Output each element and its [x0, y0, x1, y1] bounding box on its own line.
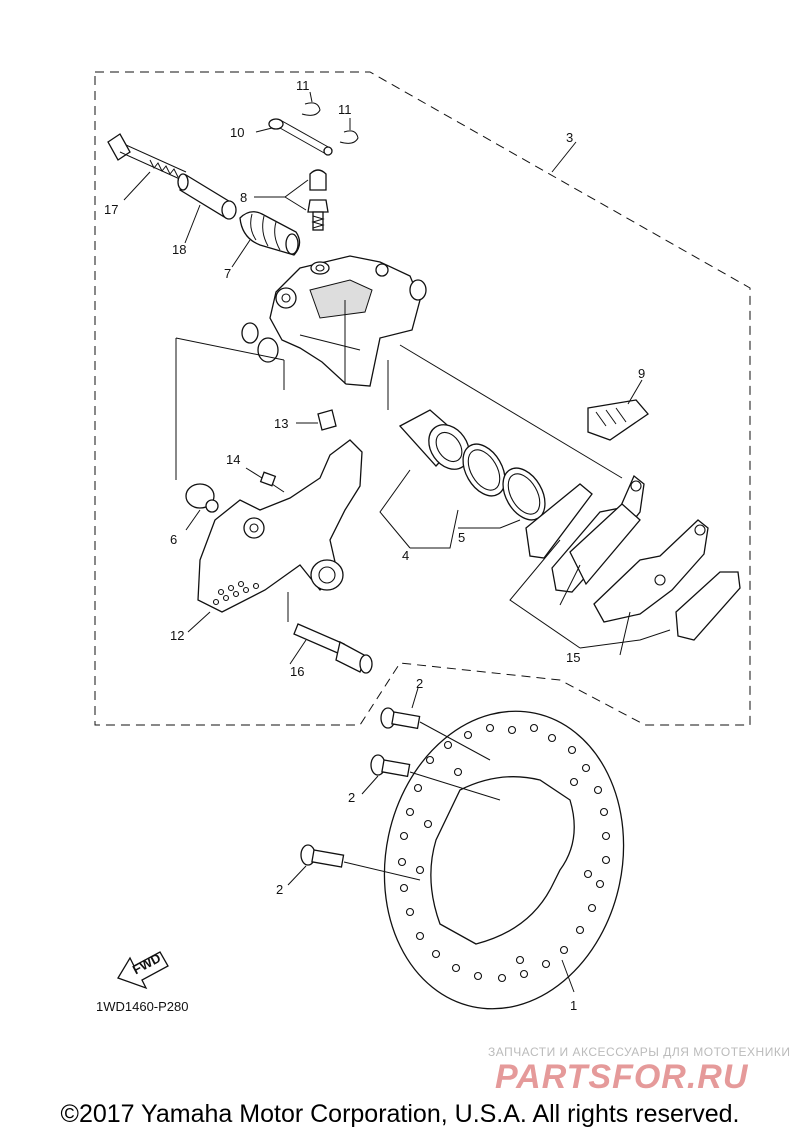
part-6-boot	[185, 483, 219, 513]
part-16-pin-bolt	[293, 623, 373, 674]
caliper-body	[241, 255, 427, 387]
callout-1: 1	[570, 998, 577, 1013]
callout-11a: 11	[296, 78, 310, 93]
callout-14: 14	[226, 452, 240, 467]
part-13-clip	[317, 409, 337, 431]
callout-11b: 11	[338, 102, 352, 117]
part-7-boot	[239, 211, 301, 256]
part-15-brake-pads	[525, 474, 741, 641]
part-14-bolt	[259, 471, 285, 493]
disc-ventilation-holes	[397, 723, 611, 983]
callout-5: 5	[458, 530, 465, 545]
part-1-brake-disc	[383, 710, 625, 1010]
callout-12: 12	[170, 628, 184, 643]
callout-6: 6	[170, 532, 177, 547]
callout-7: 7	[224, 266, 231, 281]
caliper-assembly-boundary	[94, 71, 751, 726]
callout-15: 15	[566, 650, 580, 665]
callout-8: 8	[240, 190, 247, 205]
callout-3: 3	[566, 130, 573, 145]
watermark-logo: PARTSFOR.RU	[495, 1058, 749, 1096]
part-17-bolt	[107, 133, 187, 181]
callout-2c: 2	[276, 882, 283, 897]
callout-13: 13	[274, 416, 288, 431]
leader-lines	[123, 91, 671, 993]
part-5-seals	[462, 443, 546, 521]
drawing-code: 1WD1460-P280	[96, 999, 189, 1014]
callout-4: 4	[402, 548, 409, 563]
part-12-bracket	[197, 439, 363, 613]
part-2-disc-bolts	[300, 707, 421, 868]
part-11-clips	[301, 102, 359, 144]
part-18-sleeve	[177, 173, 237, 220]
part-9-pad-spring	[587, 399, 649, 441]
copyright-notice: ©2017 Yamaha Motor Corporation, U.S.A. A…	[60, 1100, 740, 1128]
callout-2a: 2	[416, 676, 423, 691]
callout-16: 16	[290, 664, 304, 679]
callout-17: 17	[104, 202, 118, 217]
watermark-tagline: ЗАПЧАСТИ И АКСЕССУАРЫ ДЛЯ МОТОТЕХНИКИ	[488, 1045, 791, 1059]
fwd-arrow-icon: FWD	[117, 950, 169, 990]
part-4-piston	[398, 409, 470, 470]
callout-9: 9	[638, 366, 645, 381]
callout-10: 10	[230, 125, 244, 140]
part-8-bleed-screw	[307, 169, 329, 231]
callout-2b: 2	[348, 790, 355, 805]
callout-18: 18	[172, 242, 186, 257]
part-10-pad-pin	[268, 118, 333, 156]
